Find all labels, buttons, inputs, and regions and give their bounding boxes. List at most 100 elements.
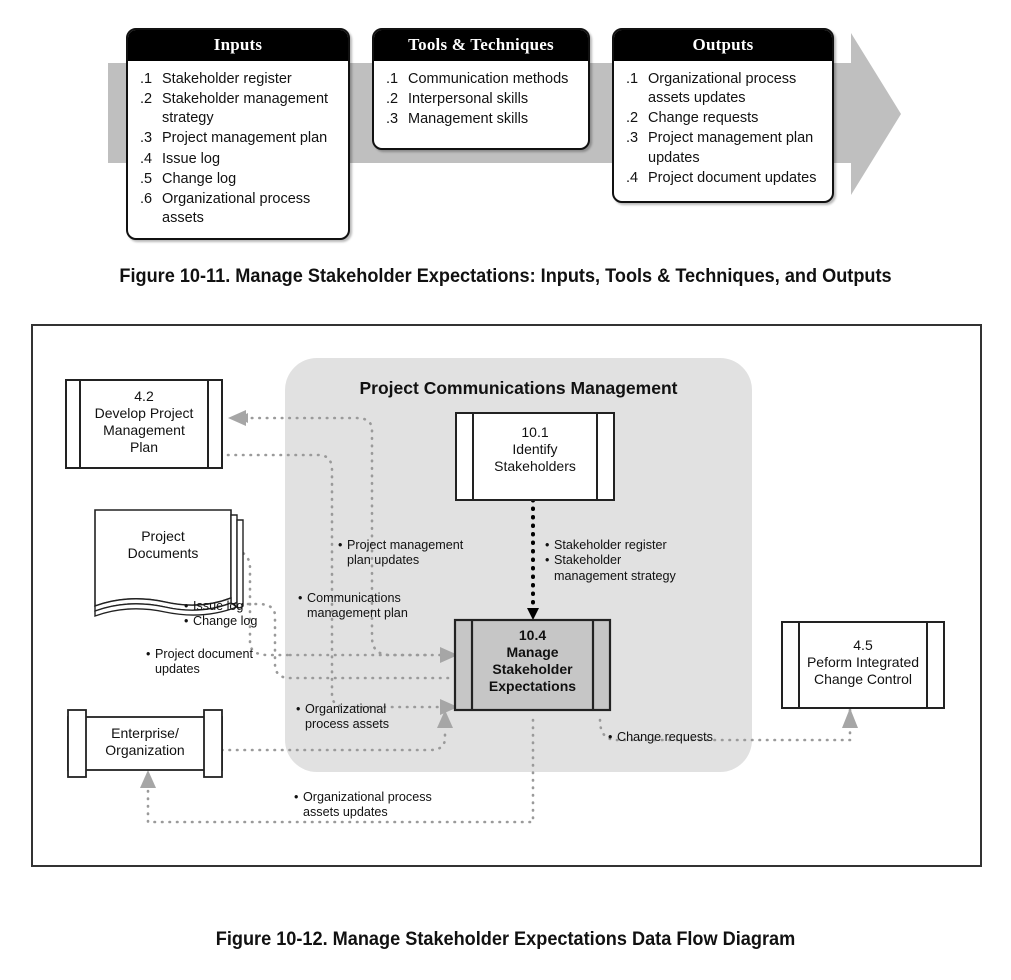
item-text: Stakeholder register [162, 71, 292, 87]
bullet-icon: • [184, 599, 189, 613]
itto-list-item: .2 Interpersonal skills [386, 90, 578, 109]
item-number: .1 [140, 71, 153, 87]
itto-tools-list: .1 Communication methods .2 Interpersona… [374, 61, 588, 140]
bullet-icon: • [545, 553, 550, 568]
item-number: .5 [140, 170, 153, 187]
item-number: .3 [386, 111, 399, 128]
node-enterprise-organization [67, 709, 223, 778]
flow-label-comms-management-plan: • Communications management plan [298, 591, 448, 622]
item-number: .2 [140, 91, 153, 108]
item-number: .4 [626, 169, 639, 186]
bullet-spacer [146, 662, 155, 677]
flow-label-org-process-assets: • Organizational process assets [296, 702, 446, 733]
itto-list-item: .3 Management skills [386, 110, 578, 129]
flow-text: Stakeholder register [554, 538, 667, 552]
flow-text: Stakeholder [554, 553, 622, 568]
itto-list-item: .3 Project management plan updates [626, 129, 822, 167]
itto-diagram: Inputs .1 Stakeholder register .2 Stakeh… [0, 0, 1011, 250]
bullet-spacer [296, 717, 305, 732]
item-text: Project management plan [162, 130, 328, 147]
figure-caption-10-12: Figure 10-12. Manage Stakeholder Expecta… [215, 928, 796, 950]
bullet-spacer [294, 805, 303, 820]
item-text: Organizational process assets [162, 190, 311, 226]
bullet-spacer [298, 606, 307, 621]
knowledge-area-title: Project Communications Management [359, 378, 678, 398]
itto-list-item: .1 Organizational process assets updates [626, 70, 822, 108]
flow-label-issue-change-log: • Issue log • Change log [184, 599, 294, 630]
flow-project-document-updates [163, 580, 450, 680]
bullet-spacer [545, 569, 554, 584]
item-text: Stakeholder management strategy [162, 91, 329, 127]
item-number: .1 [386, 71, 399, 87]
itto-list-item: .5 Change log [140, 170, 338, 189]
bullet-spacer [338, 553, 347, 568]
flow-text: management plan [307, 606, 408, 621]
item-text: Issue log [162, 150, 221, 167]
flow-text: Organizational process [303, 790, 432, 804]
item-number: .1 [626, 71, 639, 87]
item-number: .3 [626, 130, 639, 147]
item-number: .6 [140, 190, 153, 207]
flow-text: Project management [347, 538, 464, 552]
flow-text: Change requests [617, 730, 713, 744]
node-perform-integrated-change-control [781, 621, 945, 709]
itto-list-item: .2 Change requests [626, 109, 822, 128]
itto-list-item: .6 Organizational process assets [140, 190, 338, 228]
flow-text: updates [155, 662, 200, 677]
itto-inputs-list: .1 Stakeholder register .2 Stakeholder m… [128, 61, 348, 238]
item-text: Project management plan updates [648, 130, 814, 166]
item-text: Change requests [648, 110, 759, 127]
flow-text: process assets [305, 717, 389, 732]
figure-caption-10-11: Figure 10-11. Manage Stakeholder Expecta… [119, 265, 892, 287]
flow-text: Change log [193, 614, 258, 629]
itto-list-item: .1 Communication methods [386, 70, 578, 89]
bullet-icon: • [608, 730, 613, 744]
flow-comms-management-plan [226, 453, 455, 712]
itto-column-tools-techniques: Tools & Techniques .1 Communication meth… [372, 28, 590, 150]
bullet-icon: • [338, 538, 343, 552]
itto-outputs-list: .1 Organizational process assets updates… [614, 61, 832, 199]
bullet-icon: • [298, 591, 303, 605]
flow-text: plan updates [347, 553, 420, 568]
item-number: .2 [386, 91, 399, 108]
flow-label-stakeholder-register-strategy: • Stakeholder register • Stakeholder man… [545, 538, 725, 584]
node-develop-project-management-plan [65, 379, 223, 469]
itto-tools-title: Tools & Techniques [374, 30, 588, 61]
item-text: Communication methods [408, 71, 569, 87]
itto-column-inputs: Inputs .1 Stakeholder register .2 Stakeh… [126, 28, 350, 240]
item-text: Interpersonal skills [408, 91, 529, 108]
flow-text: management strategy [554, 568, 676, 583]
knowledge-area-blob [285, 358, 752, 772]
bullet-icon: • [184, 614, 189, 629]
item-text: Project document updates [648, 169, 817, 186]
item-number: .4 [140, 150, 153, 167]
itto-column-outputs: Outputs .1 Organizational process assets… [612, 28, 834, 203]
item-number: .3 [140, 130, 153, 147]
flow-text: Issue log [193, 599, 244, 613]
flow-label-org-process-assets-updates: • Organizational process assets updates [294, 790, 474, 821]
flow-label-pm-plan-updates: • Project management plan updates [338, 538, 508, 569]
bullet-icon: • [296, 702, 301, 716]
itto-list-item: .1 Stakeholder register [140, 70, 338, 89]
flow-text: assets updates [303, 805, 388, 820]
flow-text: Project document [155, 647, 254, 661]
bullet-icon: • [294, 790, 299, 804]
itto-list-item: .2 Stakeholder management strategy [140, 90, 338, 128]
flow-text: Communications [307, 591, 401, 605]
flow-text: Organizational [305, 702, 387, 716]
item-text: Management skills [408, 111, 529, 128]
itto-outputs-title: Outputs [614, 30, 832, 61]
item-number: .2 [626, 110, 639, 127]
flow-label-change-requests: • Change requests [608, 730, 748, 745]
bullet-icon: • [146, 647, 151, 661]
bullet-icon: • [545, 538, 550, 552]
itto-list-item: .4 Issue log [140, 150, 338, 169]
data-flow-diagram: Project Communications Management 4.2 De… [0, 310, 1011, 890]
dfd-canvas [31, 324, 982, 867]
node-project-documents [94, 509, 244, 617]
itto-list-item: .3 Project management plan [140, 129, 338, 148]
item-text: Change log [162, 170, 237, 187]
flow-change-requests [598, 708, 852, 742]
itto-inputs-title: Inputs [128, 30, 348, 61]
